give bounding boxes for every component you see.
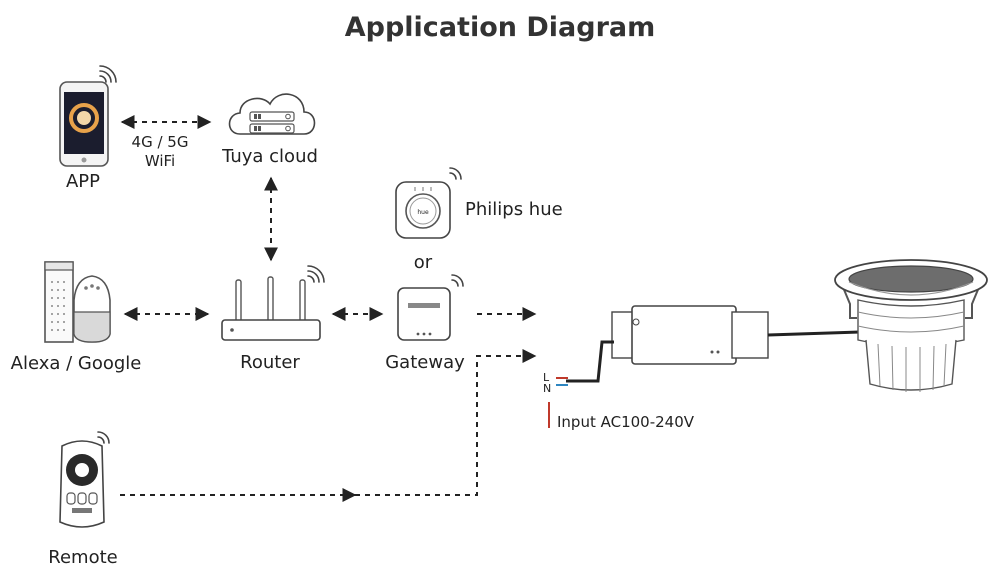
output-cable [767,330,861,337]
led-driver-icon [611,305,769,365]
smartphone-icon [59,81,109,167]
terminal-l-label: L [543,371,550,384]
app-label: APP [66,171,100,192]
philips-hue-bridge-icon [395,181,451,239]
or-label: or [414,252,433,273]
alexa-google-label: Alexa / Google [11,353,142,374]
hue-signal-icon [449,167,462,180]
hue-bridge-logo: hue [417,209,429,216]
remote-control-icon [59,440,105,528]
cloud-server-icon [228,93,316,135]
tuya-cloud-label: Tuya cloud [221,146,318,167]
philips-hue-label: Philips hue [465,199,563,220]
gateway-signal-icon [451,274,464,287]
network-label-4g5g: 4G / 5G [132,133,189,151]
diagram-title: Application Diagram [345,12,656,43]
input-wires [548,340,614,428]
router-signal-icon [307,265,325,283]
gateway-icon [397,287,451,341]
wireless-signal-icon [99,65,117,83]
smart-speakers-icon [44,261,111,343]
gateway-label: Gateway [385,352,465,373]
remote-signal-icon [97,431,110,444]
remote-label: Remote [48,547,117,568]
downlight-icon [834,259,988,392]
router-icon [221,276,321,341]
router-label: Router [240,352,300,373]
remote-connector-b [355,349,537,496]
input-voltage-label: Input AC100-240V [557,413,695,431]
terminal-n-label: N [543,382,551,395]
network-label-wifi: WiFi [145,152,175,170]
